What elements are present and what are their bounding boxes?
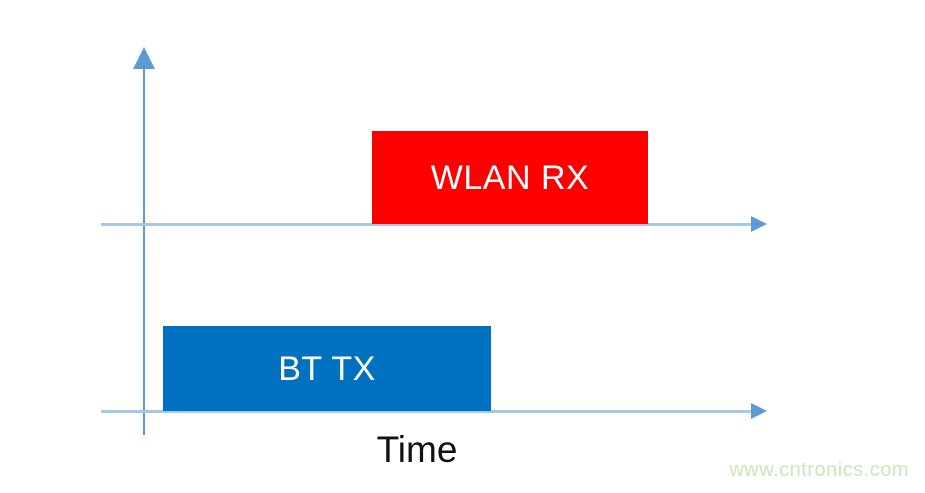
lower-time-axis-arrow-right-icon bbox=[751, 403, 767, 419]
y-axis-arrow-up-icon bbox=[133, 47, 155, 69]
lower-time-axis-line bbox=[101, 410, 752, 413]
upper-time-axis-line bbox=[101, 223, 752, 226]
wlan-rx-block: WLAN RX bbox=[372, 131, 648, 224]
y-axis-line bbox=[143, 64, 145, 435]
bt-tx-block: BT TX bbox=[163, 326, 491, 411]
upper-time-axis-arrow-right-icon bbox=[751, 216, 767, 232]
watermark-text: www.cntronics.com bbox=[729, 459, 909, 481]
wlan-rx-block-label: WLAN RX bbox=[430, 158, 590, 197]
bt-tx-block-label: BT TX bbox=[278, 349, 376, 388]
time-axis-label: Time bbox=[376, 429, 458, 470]
